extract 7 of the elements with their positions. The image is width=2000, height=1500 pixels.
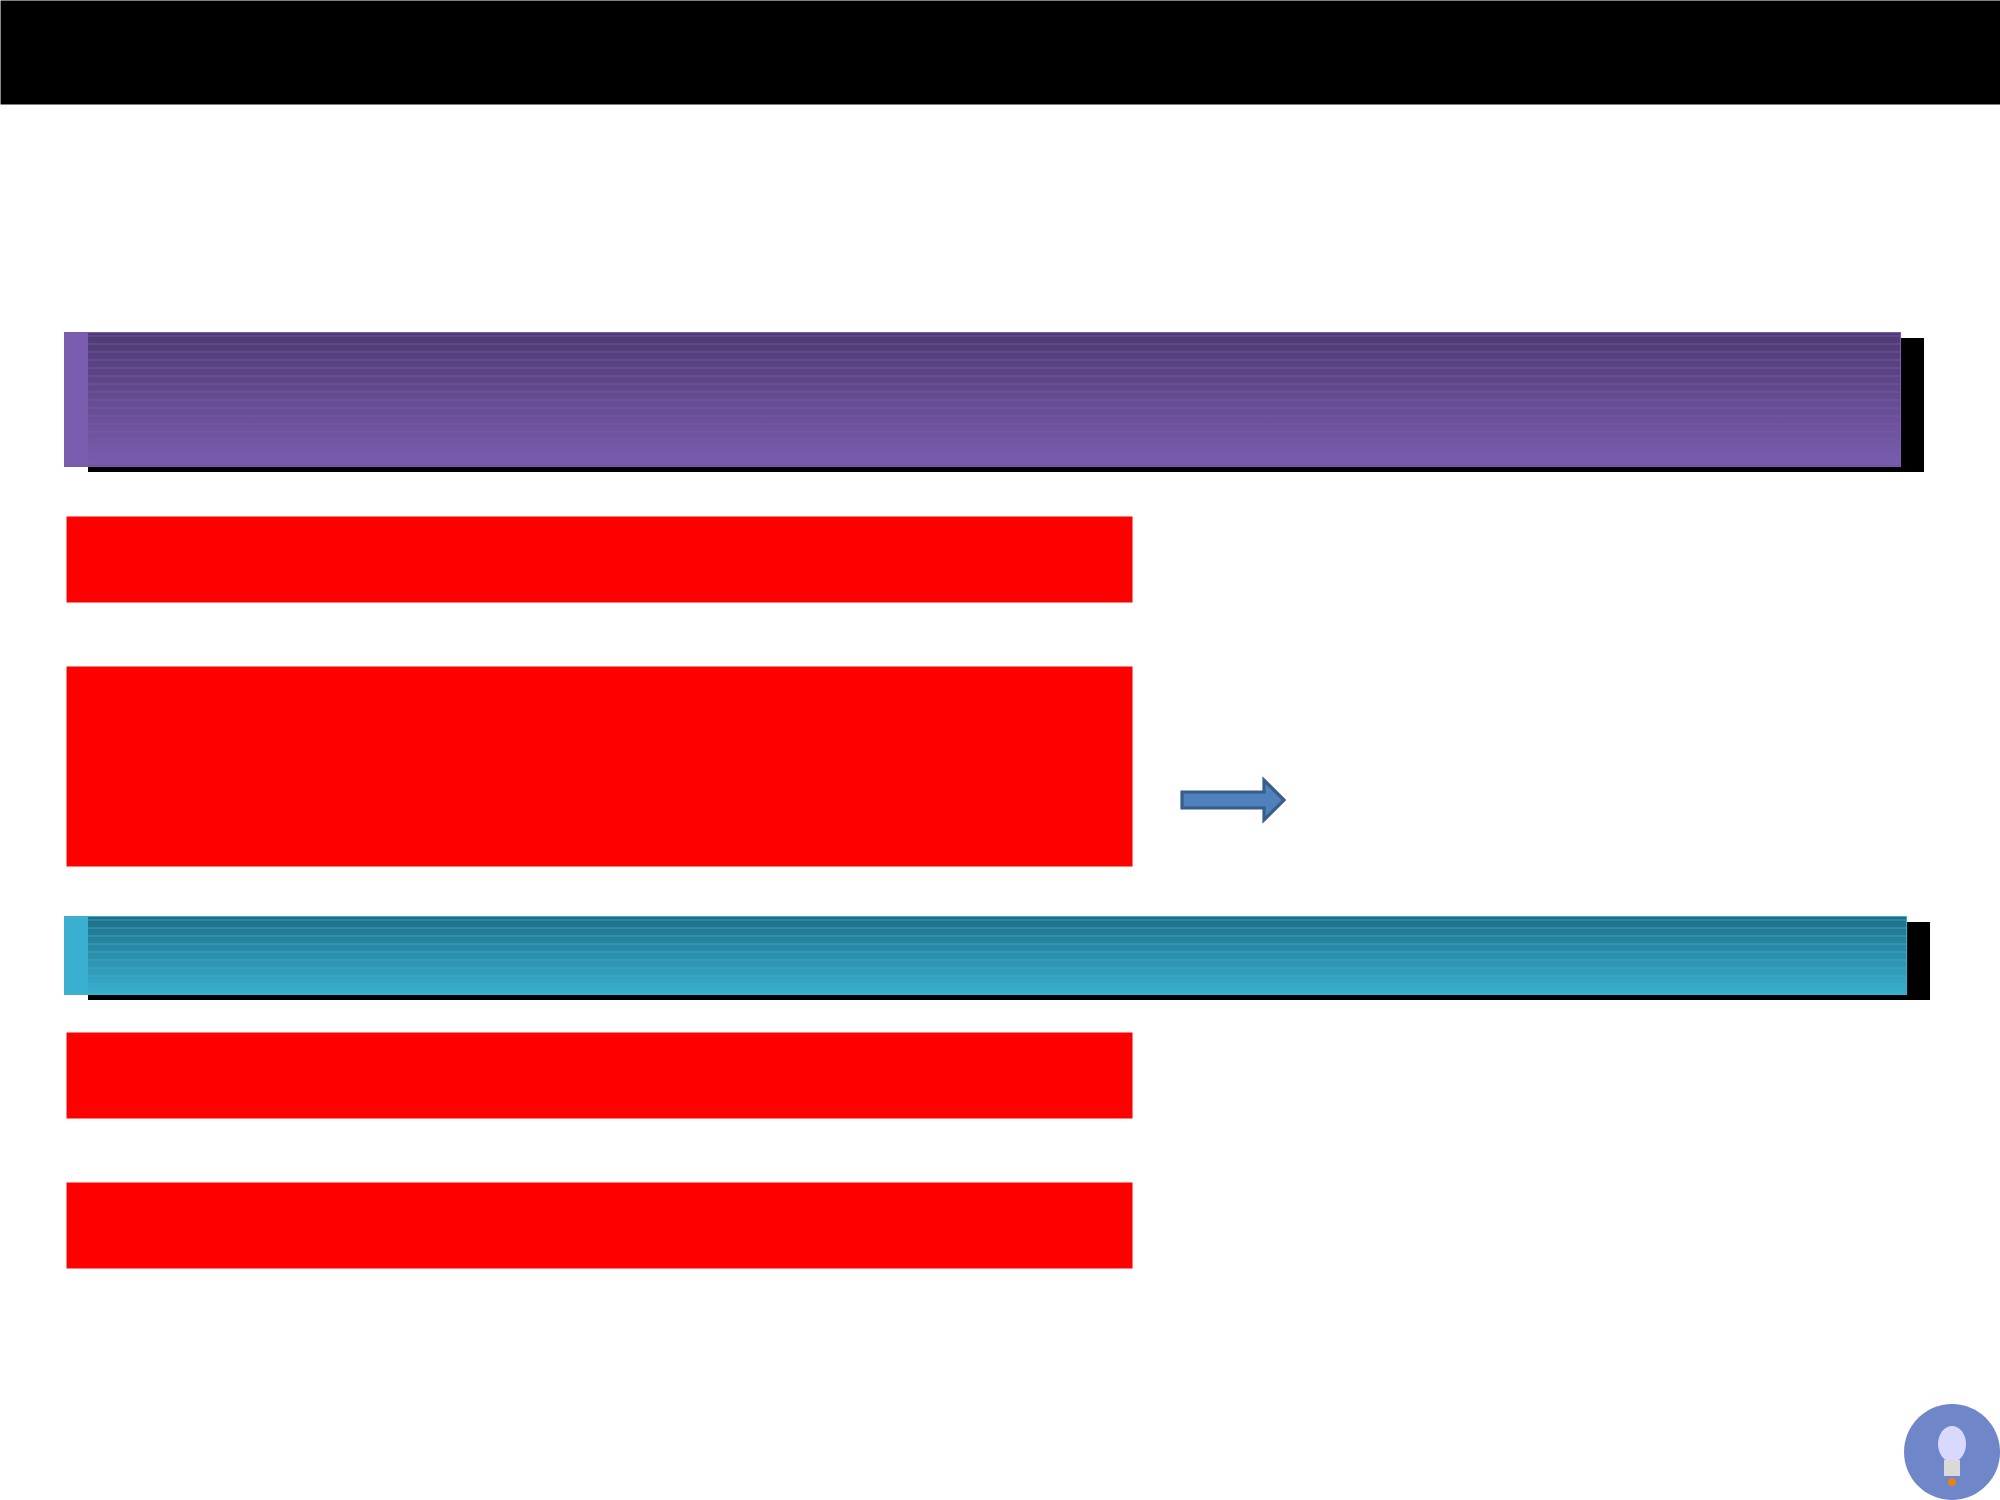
content-box	[66, 516, 1133, 603]
header-band	[64, 916, 1930, 1000]
content-box	[66, 1032, 1133, 1119]
content-box	[66, 1182, 1133, 1269]
header-band	[64, 332, 1924, 472]
content-box	[66, 666, 1133, 867]
title-bar	[0, 0, 2000, 105]
